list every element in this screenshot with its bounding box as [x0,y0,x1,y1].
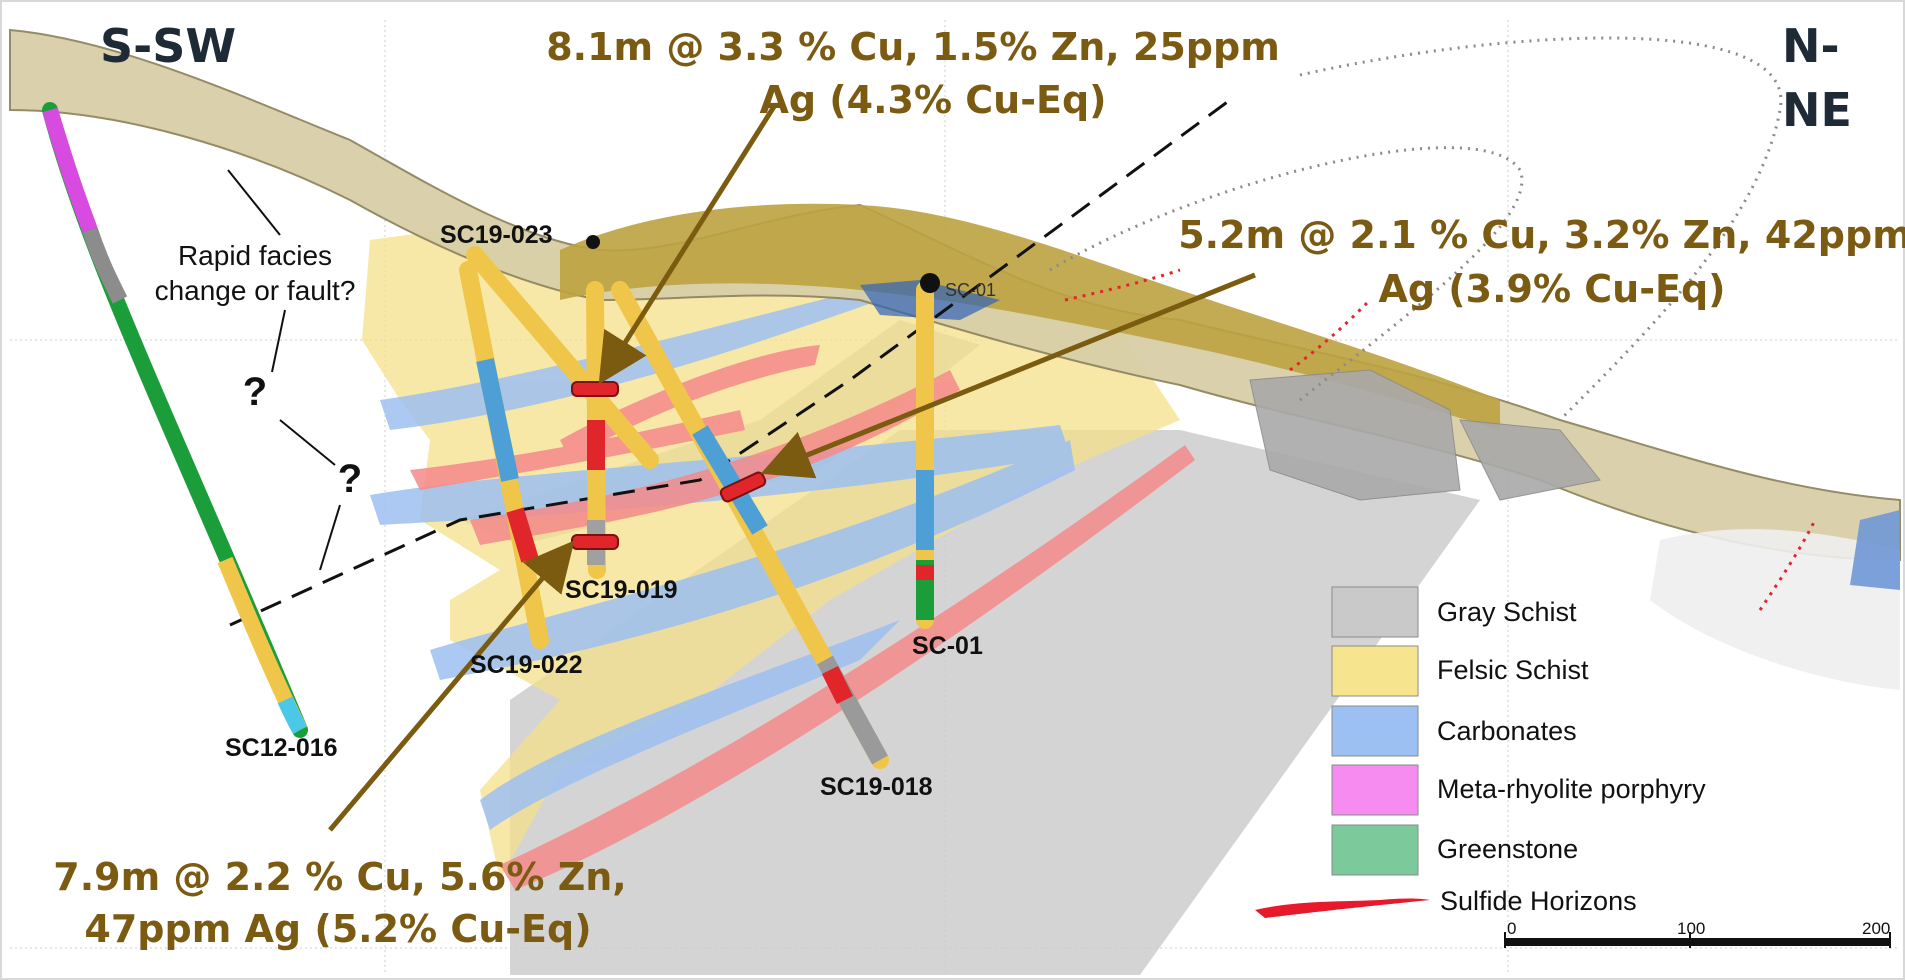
collar-marker [586,235,600,249]
scale-tick-200: 200 [1862,919,1890,938]
legend-label-gray-schist: Gray Schist [1437,597,1577,627]
legend-label-sulfide-horizons: Sulfide Horizons [1440,886,1637,916]
legend: Gray Schist Felsic Schist Carbonates Met… [1255,586,1706,918]
hole-label-sc-01: SC-01 [912,632,983,660]
legend-label-carbonates: Carbonates [1437,716,1577,746]
direction-label-right-2: NE [1782,83,1852,137]
legend-swatch-sulfide-horizons [1255,898,1430,918]
red-dotted-traces [1064,268,1817,611]
intercept-label-3-line-2: 47ppm Ag (5.2% Cu-Eq) [84,907,591,951]
collar-label-sc-01: SC-01 [945,280,996,300]
hole-label-sc19-019: SC19-019 [565,576,678,604]
gray-bedrock-blocks [1249,369,1601,501]
scale-tick-100: 100 [1677,919,1705,938]
intercept-label-2-line-2: Ag (3.9% Cu-Eq) [1378,267,1725,311]
scale-bar: 0 100 200 [1504,919,1891,948]
hole-label-sc19-018: SC19-018 [820,773,933,801]
annotation-line-1: Rapid facies [178,240,332,271]
blue-fragment-right [1850,510,1900,590]
projected-hole-traces [1049,36,1783,422]
drill-hole-sc19-019 [586,281,606,579]
legend-swatch-greenstone [1331,824,1419,876]
hole-label-sc12-016: SC12-016 [225,734,338,762]
intercept-arrows [328,103,1256,832]
drill-hole-sc19-018 [611,281,889,769]
annotation-line-2: change or fault? [155,275,356,306]
legend-swatch-gray-schist [1331,586,1419,638]
intercept-label-3-line-1: 7.9m @ 2.2 % Cu, 5.6% Zn, [53,855,627,899]
annotation-connectors [227,169,341,571]
interpreted-fault-line [229,98,1231,627]
white-exposure [1650,529,1900,690]
question-mark: ? [338,457,362,501]
drill-hole-sc12-016 [42,102,308,738]
intercept-label-2-line-1: 5.2m @ 2.1 % Cu, 3.2% Zn, 42ppm [1178,213,1905,257]
direction-label-left: S-SW [100,19,236,73]
intercept-label-1-line-2: Ag (4.3% Cu-Eq) [759,78,1106,122]
intercept-markers [571,381,767,550]
scale-bar-segment [1505,938,1690,946]
scale-tick-0: 0 [1507,919,1516,938]
collar-marker [920,273,940,293]
legend-label-meta-rhyolite: Meta-rhyolite porphyry [1437,774,1706,804]
direction-label-right-1: N- [1782,19,1840,73]
legend-swatch-carbonates [1331,705,1419,757]
intercept-label-1-line-1: 8.1m @ 3.3 % Cu, 1.5% Zn, 25ppm [546,25,1280,69]
question-mark: ? [243,370,267,414]
hole-label-sc19-023: SC19-023 [440,221,553,249]
legend-swatch-meta-rhyolite [1331,764,1419,816]
drill-hole-sc19-023 [466,246,659,469]
scale-bar-segment [1690,938,1890,946]
overburden-layer [560,203,1500,430]
legend-label-greenstone: Greenstone [1437,834,1578,864]
legend-swatch-felsic-schist [1331,645,1419,697]
legend-label-felsic-schist: Felsic Schist [1437,655,1589,685]
hole-label-sc19-022: SC19-022 [470,651,583,679]
